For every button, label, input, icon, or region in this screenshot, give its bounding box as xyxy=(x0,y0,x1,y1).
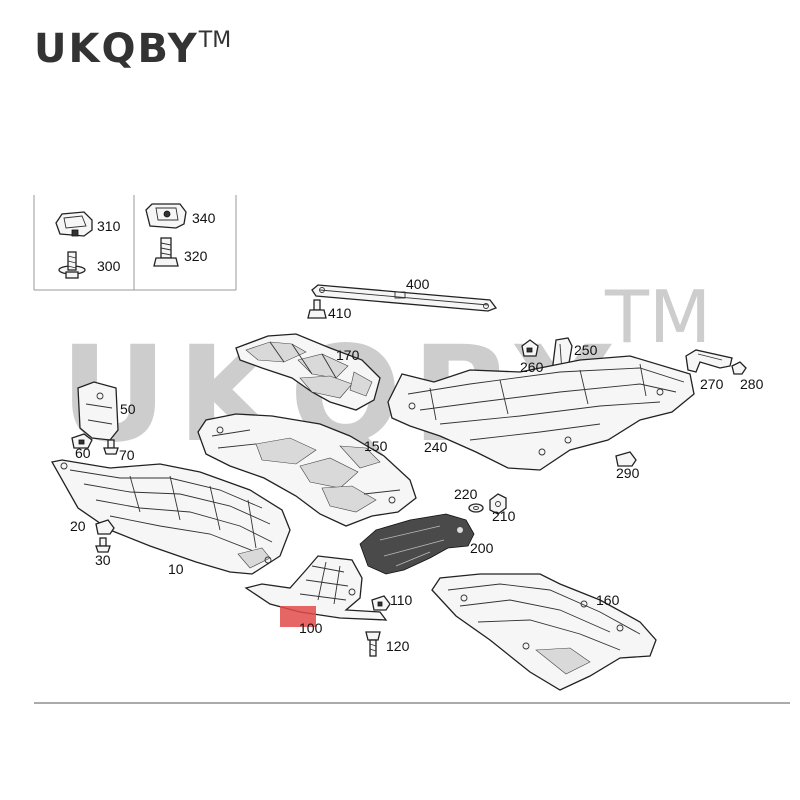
label-50: 50 xyxy=(120,401,136,417)
bolt-410-icon xyxy=(307,299,327,319)
label-110: 110 xyxy=(390,592,413,608)
panel-160-part xyxy=(431,573,657,691)
screw-70-icon xyxy=(103,439,119,455)
label-170: 170 xyxy=(336,347,360,363)
bracket-200-part xyxy=(359,513,475,575)
shield-100-part xyxy=(244,555,388,621)
nut-210-icon xyxy=(489,493,507,515)
label-250: 250 xyxy=(574,342,598,358)
label-30: 30 xyxy=(95,552,111,568)
screw-120-icon xyxy=(365,631,381,657)
label-340: 340 xyxy=(192,210,216,226)
panel-170-part xyxy=(235,333,381,411)
screw-300-icon xyxy=(58,251,86,279)
brand-tm: TM xyxy=(198,28,232,53)
bracket-270-part xyxy=(685,349,733,373)
washer-220-icon xyxy=(468,503,484,513)
watermark-tm: TM xyxy=(604,275,711,359)
label-400: 400 xyxy=(406,276,430,292)
clip-290-icon xyxy=(615,451,637,467)
label-280: 280 xyxy=(740,376,764,392)
label-240: 240 xyxy=(424,439,448,455)
brand-name: UKQBY xyxy=(34,26,199,72)
panel-240-part xyxy=(387,355,695,471)
shield-10-part xyxy=(50,459,291,575)
nut-340-icon xyxy=(145,203,187,229)
clip-260-icon xyxy=(521,339,539,357)
clip-20-icon xyxy=(95,519,115,535)
clip-310-icon xyxy=(55,211,93,237)
label-300: 300 xyxy=(97,258,121,274)
label-120: 120 xyxy=(386,638,410,654)
label-160: 160 xyxy=(596,592,620,608)
label-320: 320 xyxy=(184,248,208,264)
label-290: 290 xyxy=(616,465,640,481)
brand-logo: UKQBYTM xyxy=(34,26,231,72)
fastener-legend-box xyxy=(33,195,237,291)
bolt-320-icon xyxy=(153,237,179,267)
label-410: 410 xyxy=(328,305,352,321)
label-200: 200 xyxy=(470,540,494,556)
panel-150-part xyxy=(197,413,417,527)
label-20: 20 xyxy=(70,518,86,534)
clip-110-icon xyxy=(371,595,391,611)
screw-30-icon xyxy=(95,537,111,553)
clip-280-icon xyxy=(731,361,747,375)
label-10: 10 xyxy=(168,561,184,577)
label-60: 60 xyxy=(75,445,91,461)
label-260: 260 xyxy=(520,359,544,375)
label-220: 220 xyxy=(454,486,478,502)
highlight-marker xyxy=(280,606,316,627)
label-310: 310 xyxy=(97,218,121,234)
clip-60-icon xyxy=(71,433,93,449)
bracket-50-part xyxy=(77,381,119,441)
label-100: 100 xyxy=(299,620,323,636)
label-150: 150 xyxy=(364,438,388,454)
label-210: 210 xyxy=(492,508,516,524)
label-70: 70 xyxy=(119,447,135,463)
strut-400-part xyxy=(311,284,498,312)
label-270: 270 xyxy=(700,376,724,392)
